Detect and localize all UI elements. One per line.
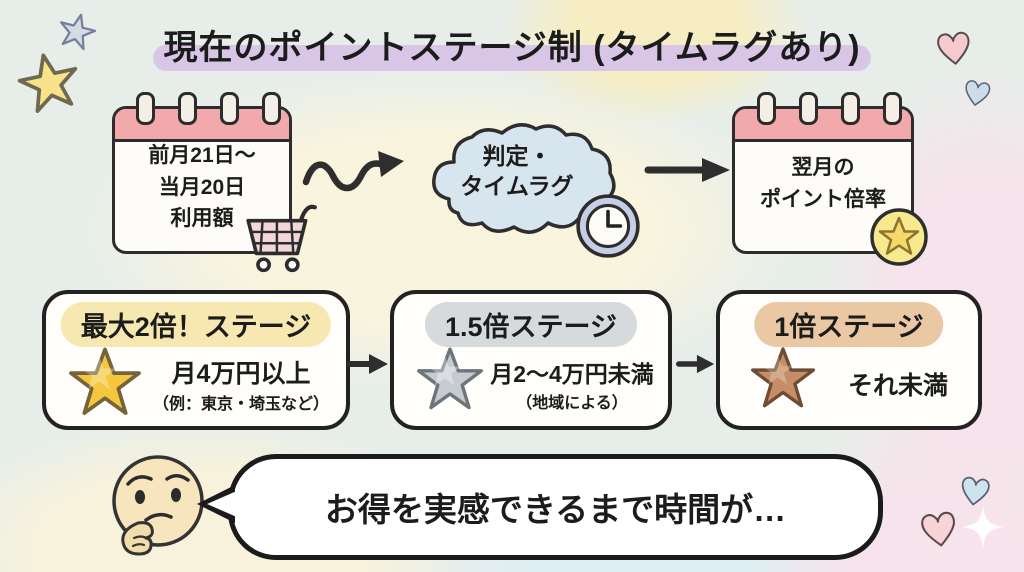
calendar-ring-icon: [220, 92, 239, 125]
stage-1-5x-text: 月2〜4万円未満 （地域による）: [482, 346, 662, 422]
stage-1x-text: それ未満: [824, 346, 972, 422]
arrow-right-icon: [346, 354, 388, 374]
pink-heart-icon: [921, 511, 955, 547]
calendar-usage-period: 前月21日〜 当月20日 利用額: [112, 92, 317, 273]
stage-card-1-5x: 1.5倍ステージ 月2〜4万円未満 （地域による）: [390, 290, 672, 430]
cloud-line1: 判定・: [482, 143, 552, 169]
stage-2x-line2: （例：東京・埼玉など）: [152, 396, 329, 413]
calendar-ring-icon: [262, 92, 281, 125]
calendar-ring-icon: [799, 92, 818, 125]
shopping-cart-icon: [246, 204, 317, 273]
stage-1-5x-line1: 月2〜4万円未満: [490, 361, 654, 387]
calendar-usage-line1: 前月21日〜: [148, 144, 256, 167]
speech-bubble: お得を実感できるまで時間が…: [197, 454, 883, 560]
thinking-face-icon: [112, 455, 204, 556]
cloud-judgement: 判定・ タイムラグ: [424, 116, 640, 258]
stage-card-1x: 1倍ステージ それ未満: [716, 290, 982, 430]
silver-star-icon: [417, 347, 483, 410]
stage-1-5x-line2: （地域による）: [516, 395, 628, 412]
stage-2x-line1: 月4万円以上: [171, 360, 311, 388]
calendar-ring-icon: [136, 92, 155, 125]
speech-bubble-text: お得を実感できるまで時間が…: [324, 491, 787, 528]
squiggle-arrow-icon: [302, 151, 404, 192]
stage-2x-label: 最大2倍！ステージ: [60, 302, 332, 347]
stage-1x-line1: それ未満: [847, 372, 948, 400]
blue-heart-icon: [965, 80, 991, 106]
calendar-next-line1: 翌月の: [791, 156, 855, 179]
sparkle-icon: [962, 506, 1004, 548]
title-text: 現在のポイントステージ制 (タイムラグあり): [163, 29, 861, 67]
star-badge-icon: [870, 208, 928, 266]
calendar-ring-icon: [883, 92, 902, 125]
stage-2x-text: 月4万円以上 （例：東京・埼玉など）: [142, 346, 340, 422]
bronze-star-icon: [750, 347, 816, 408]
gold-star-icon: [69, 347, 141, 415]
calendar-ring-icon: [757, 92, 776, 125]
arrow-right-icon: [676, 354, 715, 374]
arrow-right-icon: [644, 158, 730, 182]
clock-icon: [576, 194, 640, 258]
calendar-ring-icon: [841, 92, 860, 125]
blue-star-doodle-icon: [60, 13, 97, 51]
stage-card-2x: 最大2倍！ステージ 月4万円以上 （例：東京・埼玉など）: [42, 290, 350, 430]
calendar-next-month: 翌月の ポイント倍率: [732, 92, 928, 266]
stage-1x-label: 1倍ステージ: [754, 302, 944, 347]
calendar-ring-icon: [178, 92, 197, 125]
page-title: 現在のポイントステージ制 (タイムラグあり): [0, 20, 1024, 71]
stage-1-5x-label: 1.5倍ステージ: [425, 302, 637, 347]
